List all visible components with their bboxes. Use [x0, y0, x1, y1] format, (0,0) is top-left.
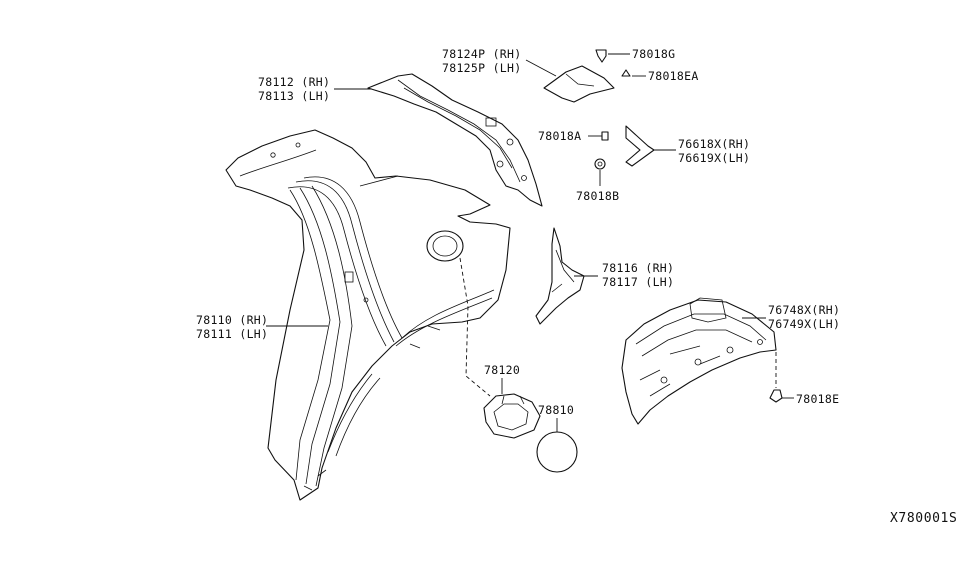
- callout-78112-rh: 78112 (RH): [258, 75, 330, 89]
- callout-78116-rh: 78116 (RH): [602, 261, 674, 275]
- callout-76748-rh: 76748X(RH): [768, 303, 840, 317]
- bracket-78116: [535, 227, 598, 325]
- filler-protector: [525, 59, 615, 103]
- callout-78120: 78120: [484, 363, 520, 377]
- callout-78018G: 78018G: [632, 47, 675, 61]
- clip-78018EA: [621, 69, 646, 77]
- callout-76619-lh: 76619X(LH): [678, 151, 750, 165]
- callout-76618-rh: 76618X(RH): [678, 137, 750, 151]
- rear-quarter-panel: [225, 129, 511, 501]
- wheelhouse-protector: [621, 297, 777, 425]
- clip-78018B: [594, 158, 606, 186]
- clip-78018A: [588, 131, 609, 141]
- callout-78124-rh: 78124P (RH): [442, 47, 521, 61]
- diagram-code: X780001S: [890, 511, 957, 526]
- callout-78018EA: 78018EA: [648, 69, 699, 83]
- clip-78018E: [769, 352, 794, 403]
- callout-78113-lh: 78113 (LH): [258, 89, 330, 103]
- filler-lid: [536, 418, 578, 473]
- callout-78110-rh: 78110 (RH): [196, 313, 268, 327]
- callout-78018A: 78018A: [538, 129, 581, 143]
- callout-78111-lh: 78111 (LH): [196, 327, 268, 341]
- callout-78018B: 78018B: [576, 189, 619, 203]
- callout-78125-lh: 78125P (LH): [442, 61, 521, 75]
- seal-76618: [625, 125, 676, 167]
- clip-78018G: [595, 49, 630, 63]
- callout-78018E: 78018E: [796, 392, 839, 406]
- callout-76749-lh: 76749X(LH): [768, 317, 840, 331]
- callout-78810: 78810: [538, 403, 574, 417]
- inner-wheelhouse-panel: [334, 73, 543, 207]
- filler-base: [459, 257, 541, 439]
- callout-78117-lh: 78117 (LH): [602, 275, 674, 289]
